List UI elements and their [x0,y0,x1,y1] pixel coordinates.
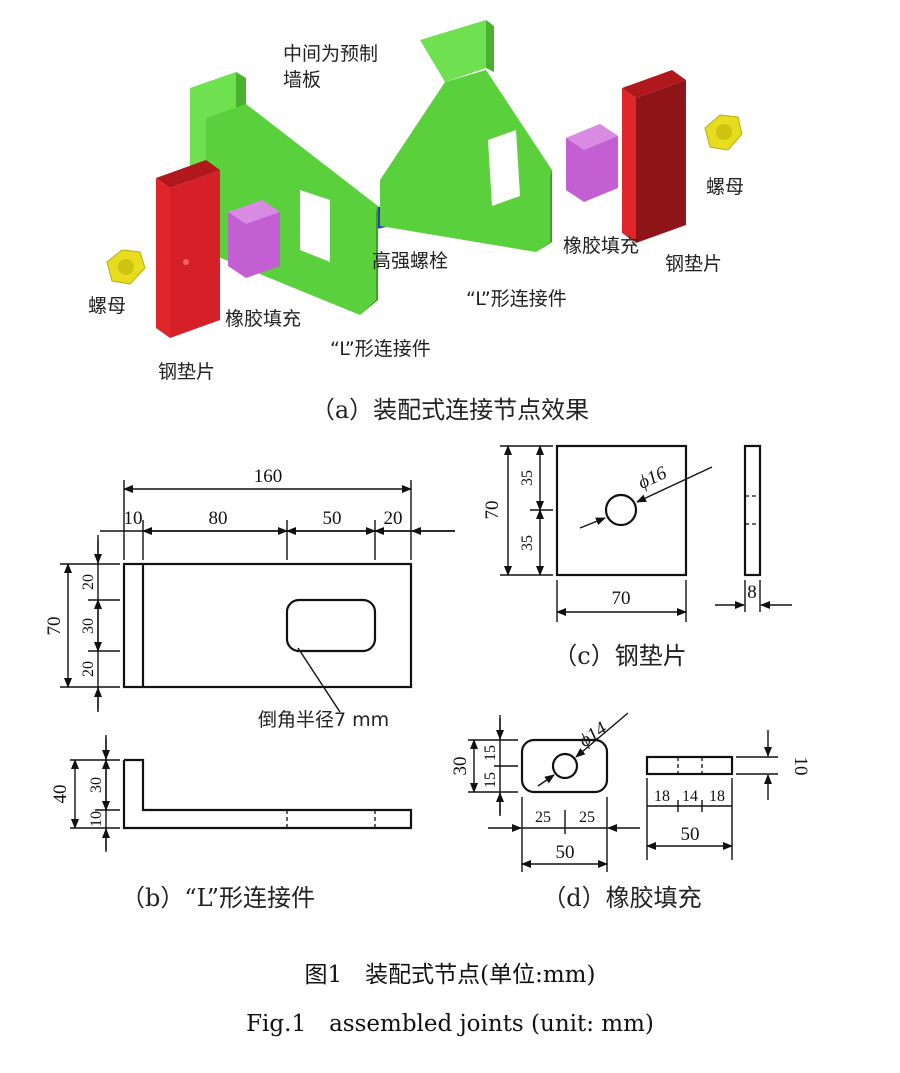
dim-rubber-25-right: 25 [579,809,595,826]
label-rubber-left: 橡胶填充 [225,308,301,330]
dim-rubber-thickness-10: 10 [790,757,811,776]
label-bolt: 高强螺栓 [372,250,448,272]
dim-rubber-width-50: 50 [556,842,575,863]
l-connector-right [380,20,552,252]
rubber-left [228,200,280,278]
dim-rubber-side-18-left: 18 [654,788,670,805]
dim-rubber-15-top: 15 [482,745,499,761]
label-nut-left: 螺母 [88,295,126,317]
caption-panel-a: （a）装配式连接节点效果 [311,396,589,424]
caption-panel-d: （d）橡胶填充 [542,884,701,912]
dim-rubber-side-50: 50 [681,824,700,845]
steel-plate-right [622,70,686,243]
label-steel-plate-left: 钢垫片 [158,361,215,383]
rubber-outline [520,738,609,794]
caption-panel-c: （c）钢垫片 [553,642,686,670]
steel-plate-hole [604,493,638,527]
note-fillet-radius: 倒角半径7 mm [258,709,389,731]
label-l-connector-right: “L”形连接件 [466,288,567,310]
dim-side-40: 40 [50,785,71,804]
label-nut-right: 螺母 [706,176,744,198]
dim-side-30: 30 [88,777,105,793]
dim-rubber-side-18-right: 18 [709,788,725,805]
dim-rubber-height-30: 30 [450,757,471,776]
panel-b-l-connector: 160 10 80 50 20 70 20 30 20 倒角半径7 mm [44,466,455,912]
panel-d-rubber: ϕ14 30 15 15 25 25 50 18 14 18 [450,712,811,912]
dim-rubber-15-bottom: 15 [482,772,499,788]
dim-v-20-bottom: 20 [80,661,97,677]
dim-side-10: 10 [88,811,105,827]
steel-plate-outline [555,444,688,577]
rubber-side [645,755,734,776]
rubber-right [566,124,618,202]
dim-seg-50: 50 [323,508,342,529]
dim-seg-10: 10 [124,508,143,529]
dim-v-20-top: 20 [80,574,97,590]
dim-height-70: 70 [44,617,65,636]
dim-seg-80: 80 [209,508,228,529]
dim-plate-35-bottom: 35 [519,535,536,551]
figure-title-en: Fig.1 assembled joints (unit: mm) [246,1011,654,1037]
nut-right [704,114,743,151]
steel-plate-left [156,160,220,338]
l-connector-plan-outline [122,562,413,689]
dim-plate-height-70: 70 [482,501,503,520]
label-l-connector-left: “L”形连接件 [330,338,431,360]
dim-v-30: 30 [80,618,97,634]
dim-plate-thickness-8: 8 [747,582,757,603]
dim-plate-width-70: 70 [612,588,631,609]
dim-rubber-side-14: 14 [682,788,698,805]
label-wall-panel-1: 中间为预制 [283,43,378,65]
dim-rubber-25-left: 25 [535,809,551,826]
figure-title-cn: 图1 装配式节点(单位:mm) [305,962,596,988]
dim-seg-20: 20 [384,508,403,529]
steel-plate-side [743,444,762,577]
rubber-hole [551,752,579,780]
label-rubber-right: 橡胶填充 [563,235,639,257]
label-steel-plate-right: 钢垫片 [665,253,722,275]
panel-c-steel-plate: ϕ16 70 35 35 70 8 （c）钢垫片 [482,444,792,670]
label-wall-panel-2: 墙板 [283,69,321,91]
panel-a-assembly: 中间为预制 墙板 螺母 橡胶填充 钢垫片 高强螺栓 “L”形连接件 螺母 橡胶填… [88,20,744,424]
caption-panel-b: （b）“L”形连接件 [121,884,315,912]
dim-plate-35-top: 35 [519,470,536,486]
nut-left [106,249,146,285]
dim-total-160: 160 [254,466,283,487]
l-connector-side-outline [122,758,413,830]
slotted-hole [285,598,377,653]
